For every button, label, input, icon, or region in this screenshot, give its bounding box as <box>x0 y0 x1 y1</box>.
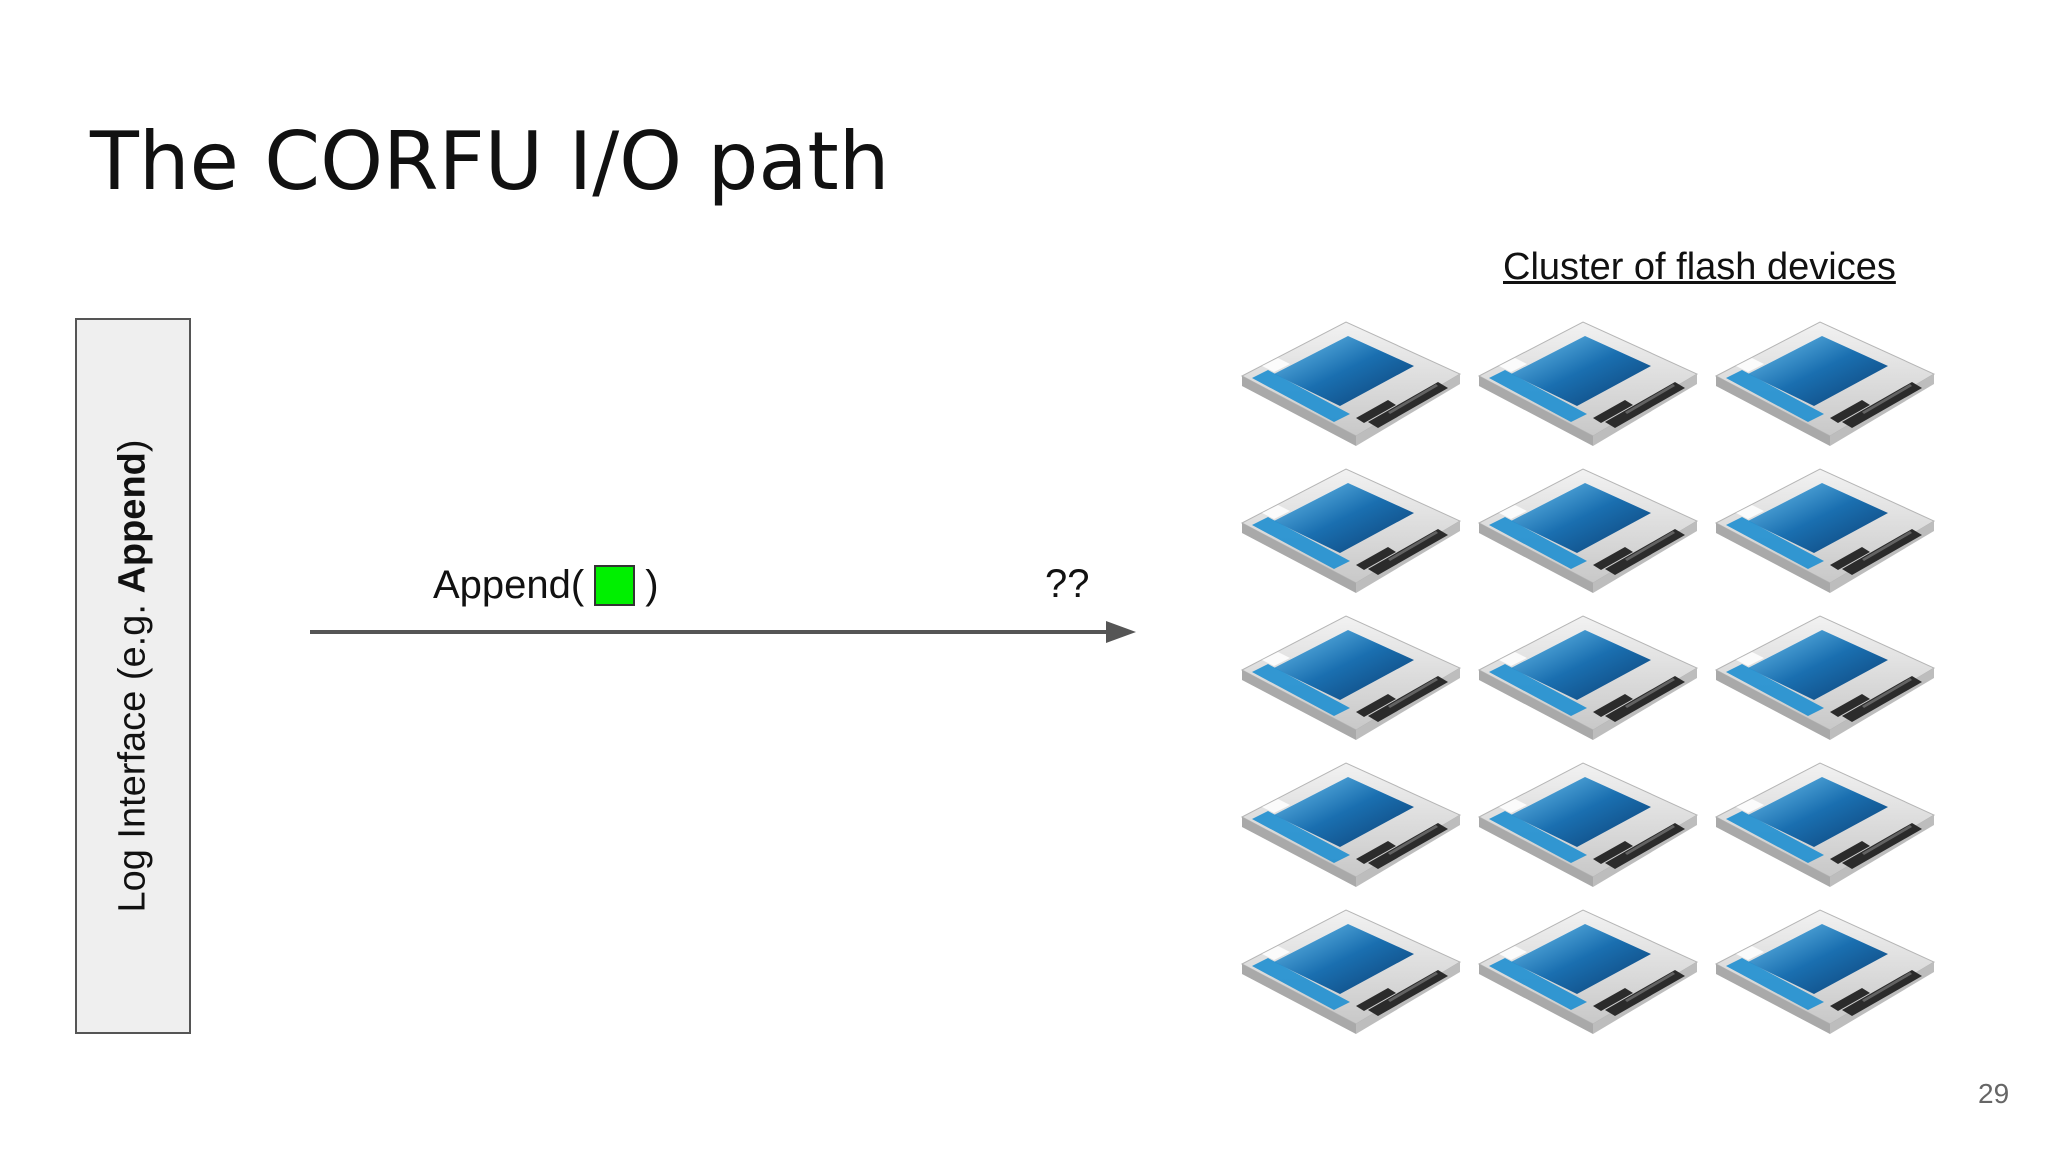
log-interface-box: Log Interface (e.g. Append) <box>75 318 191 1034</box>
append-arrow <box>310 621 1136 643</box>
flash-device-icon <box>1240 321 1462 446</box>
flash-device-icon <box>1714 762 1936 887</box>
flash-device-icon <box>1240 762 1462 887</box>
flash-device-icon <box>1714 321 1936 446</box>
flash-device-icon <box>1240 468 1462 593</box>
flash-device-icon <box>1477 762 1699 887</box>
flash-device-icon <box>1477 468 1699 593</box>
flash-device-icon <box>1477 615 1699 740</box>
flash-device-icon <box>1240 909 1462 1034</box>
arrow-head <box>1106 621 1136 643</box>
log-interface-label-prefix: Log Interface (e.g. <box>111 593 154 913</box>
slide-title: The CORFU I/O path <box>90 115 890 208</box>
flash-device-icon <box>1477 321 1699 446</box>
log-interface-label-suffix: ) <box>111 439 154 453</box>
cluster-label: Cluster of flash devices <box>1503 246 1896 288</box>
unknown-target-label: ?? <box>1045 562 1090 606</box>
append-close-text: ) <box>645 563 659 607</box>
flash-device-icon <box>1477 909 1699 1034</box>
flash-device-icon <box>1240 615 1462 740</box>
flash-device-icon <box>1714 468 1936 593</box>
page-number: 29 <box>1978 1078 2010 1109</box>
flash-device-icon <box>1714 909 1936 1034</box>
data-block-icon <box>594 565 636 606</box>
append-open-text: Append( <box>433 563 585 607</box>
log-interface-label: Log Interface (e.g. Append) <box>112 439 155 912</box>
append-call-label: Append( ) <box>433 563 659 608</box>
flash-device-icon <box>1714 615 1936 740</box>
log-interface-label-bold: Append <box>111 452 154 594</box>
